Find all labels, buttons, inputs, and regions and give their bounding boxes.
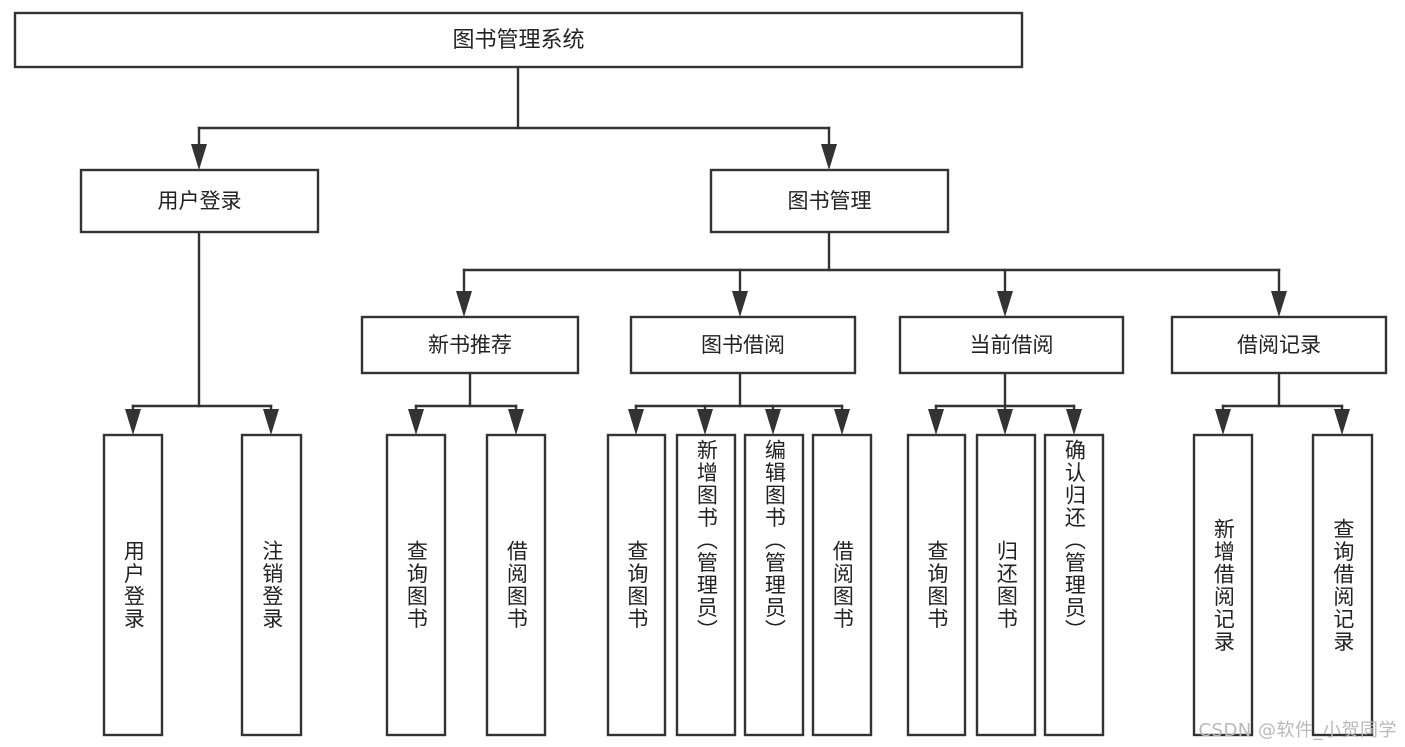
arrowhead-bb-to-a (628, 409, 644, 435)
arrowhead-rec-to-b (508, 409, 524, 435)
node-label-book-borrow: 图书借阅 (701, 333, 785, 357)
node-leaf-user-login[interactable] (102, 433, 164, 737)
node-leaf-query-book-current[interactable] (906, 433, 967, 737)
node-box-leaf-query-book-current (906, 433, 967, 737)
arrowhead-bb-to-b (697, 409, 713, 435)
node-book-manage[interactable]: 图书管理 (709, 168, 950, 234)
node-leaf-query-book-borrow[interactable] (606, 433, 667, 737)
node-leaf-add-record[interactable] (1192, 433, 1254, 737)
node-box-leaf-add-record (1192, 433, 1254, 737)
watermark: CSDN @软件_小贺同学 (1198, 720, 1397, 741)
node-label-current-borrow: 当前借阅 (970, 333, 1054, 357)
node-leaf-borrow-book-rec[interactable] (485, 433, 547, 737)
node-label-user-login: 用户登录 (158, 189, 242, 213)
node-leaf-query-record[interactable] (1311, 433, 1374, 737)
arrowhead-br-to-b (1334, 409, 1350, 435)
node-leaf-query-book-rec[interactable] (385, 433, 447, 737)
node-leaf-logout[interactable] (240, 433, 303, 737)
node-book-borrow[interactable]: 图书借阅 (629, 315, 857, 375)
arrowhead-rec-to-a (408, 409, 424, 435)
node-box-current-borrow (898, 315, 1125, 375)
node-leaf-edit-book[interactable] (743, 433, 805, 737)
arrowhead-root-to-user-login (191, 144, 207, 170)
node-new-book-rec[interactable]: 新书推荐 (360, 315, 580, 375)
arrowhead-bb-to-c (765, 409, 781, 435)
node-box-borrow-record (1170, 315, 1388, 375)
node-root[interactable]: 图书管理系统 (13, 11, 1024, 69)
arrowhead-root-to-book-manage (821, 144, 837, 170)
node-box-user-login (79, 168, 320, 234)
node-current-borrow[interactable]: 当前借阅 (898, 315, 1125, 375)
node-leaf-borrow-book[interactable] (811, 433, 873, 737)
arrowhead-bm-to-borrow (732, 291, 748, 317)
node-box-leaf-borrow-book (811, 433, 873, 737)
node-box-leaf-edit-book (743, 433, 805, 737)
arrowhead-bm-to-rec (456, 291, 472, 317)
arrowhead-ul-to-a (125, 409, 141, 435)
node-leaf-confirm-return[interactable] (1043, 433, 1105, 737)
node-box-book-manage (709, 168, 950, 234)
node-box-leaf-confirm-return (1043, 433, 1105, 737)
node-label-root: 图书管理系统 (452, 28, 584, 53)
node-leaf-add-book[interactable] (675, 433, 737, 737)
arrowhead-ul-to-b (263, 409, 279, 435)
arrowhead-br-to-a (1215, 409, 1231, 435)
node-box-leaf-add-book (675, 433, 737, 737)
arrowhead-bm-to-record (1271, 291, 1287, 317)
arrowhead-bm-to-current (997, 291, 1013, 317)
node-box-book-borrow (629, 315, 857, 375)
arrowhead-cb-to-b (997, 409, 1013, 435)
arrowhead-cb-to-c (1066, 409, 1082, 435)
arrowhead-cb-to-a (928, 409, 944, 435)
node-borrow-record[interactable]: 借阅记录 (1170, 315, 1388, 375)
node-label-new-book-rec: 新书推荐 (428, 333, 512, 357)
node-box-leaf-user-login (102, 433, 164, 737)
node-box-leaf-query-record (1311, 433, 1374, 737)
node-box-root (13, 11, 1024, 69)
node-box-leaf-query-book-rec (385, 433, 447, 737)
node-user-login[interactable]: 用户登录 (79, 168, 320, 234)
node-box-new-book-rec (360, 315, 580, 375)
node-leaf-return-book[interactable] (975, 433, 1037, 737)
node-box-leaf-logout (240, 433, 303, 737)
node-label-borrow-record: 借阅记录 (1237, 333, 1321, 357)
arrowhead-bb-to-d (834, 409, 850, 435)
node-box-leaf-query-book-borrow (606, 433, 667, 737)
node-box-leaf-return-book (975, 433, 1037, 737)
node-box-leaf-borrow-book-rec (485, 433, 547, 737)
connector-layer (125, 65, 1350, 435)
node-label-book-manage: 图书管理 (788, 189, 872, 213)
